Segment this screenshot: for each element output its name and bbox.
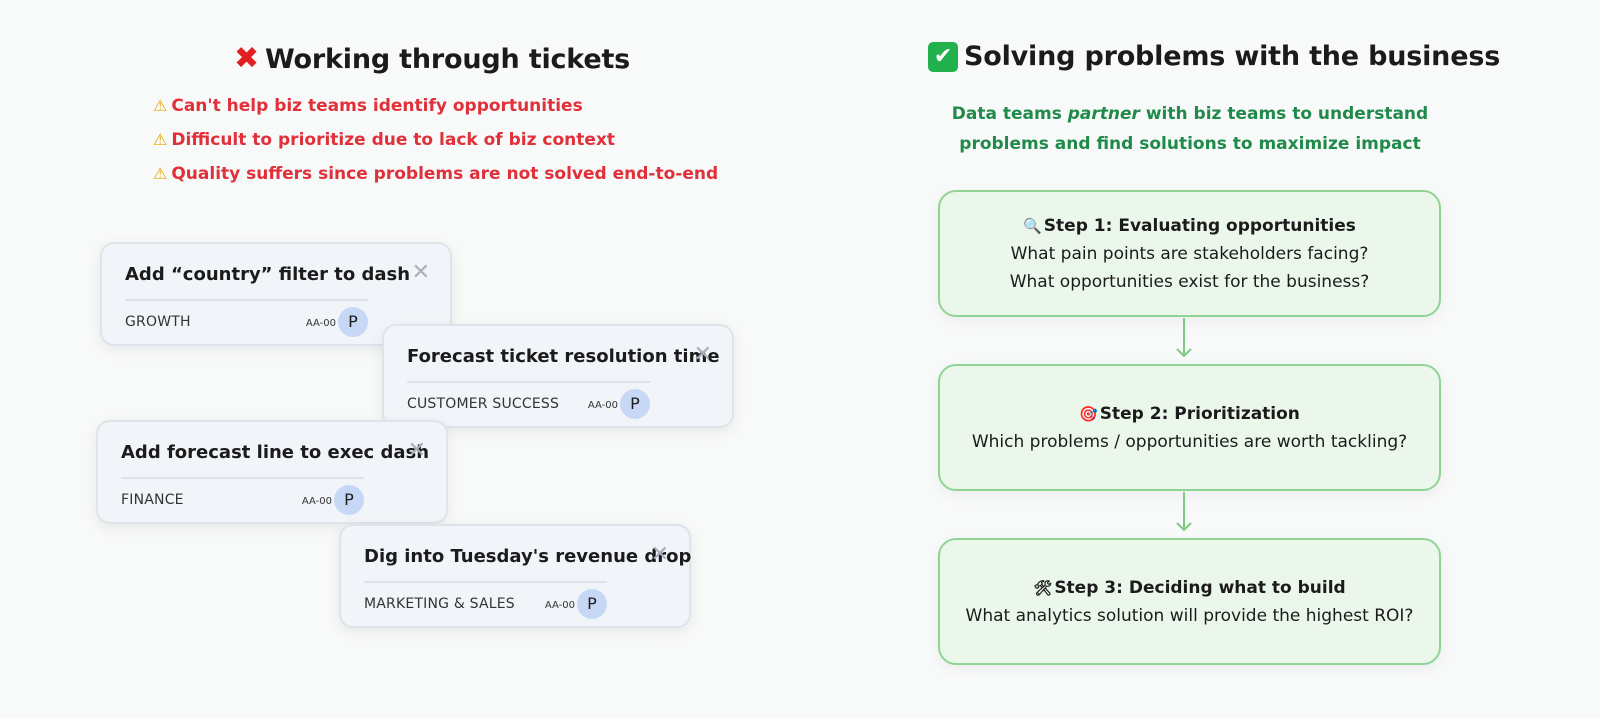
close-icon[interactable]: ✕ bbox=[693, 342, 712, 367]
step-title: 🎯Step 2: Prioritization bbox=[940, 400, 1439, 428]
problem-item: ⚠Difficult to prioritize due to lack of … bbox=[153, 129, 718, 163]
ticket-team: MARKETING & SALES bbox=[364, 596, 515, 612]
intro-after: with biz teams to understand problems an… bbox=[959, 104, 1429, 154]
warning-icon: ⚠ bbox=[153, 96, 168, 115]
step-card-1: 🔍Step 1: Evaluating opportunities What p… bbox=[938, 190, 1441, 317]
close-icon[interactable]: ✕ bbox=[650, 542, 669, 567]
avatar[interactable]: P bbox=[620, 389, 650, 419]
ticket-divider bbox=[364, 581, 607, 583]
warning-icon: ⚠ bbox=[153, 130, 168, 149]
problem-text: Difficult to prioritize due to lack of b… bbox=[171, 130, 616, 150]
ticket-divider bbox=[121, 477, 364, 479]
check-mark-icon: ✔ bbox=[928, 42, 958, 72]
arrow-down-icon bbox=[1176, 492, 1192, 532]
step-title: 🛠Step 3: Deciding what to build bbox=[940, 574, 1439, 602]
warning-icon: ⚠ bbox=[153, 164, 168, 183]
ticket-team: CUSTOMER SUCCESS bbox=[407, 396, 560, 412]
ticket-title: Add “country” filter to dash bbox=[125, 264, 411, 285]
ticket-card[interactable]: Add “country” filter to dash ✕ GROWTH AA… bbox=[100, 242, 452, 346]
avatar[interactable]: P bbox=[577, 589, 607, 619]
close-icon[interactable]: ✕ bbox=[411, 260, 430, 285]
step-title-text: Step 1: Evaluating opportunities bbox=[1043, 215, 1356, 236]
ticket-card[interactable]: Forecast ticket resolution time ✕ CUSTOM… bbox=[382, 324, 734, 428]
intro-text: Data teams partner with biz teams to und… bbox=[940, 99, 1440, 159]
ticket-title: Dig into Tuesday's revenue drop bbox=[364, 546, 692, 567]
intro-before: Data teams bbox=[951, 104, 1068, 124]
left-heading-text: Working through tickets bbox=[264, 44, 631, 75]
step-title: 🔍Step 1: Evaluating opportunities bbox=[940, 212, 1439, 240]
ticket-divider bbox=[125, 299, 368, 301]
avatar[interactable]: P bbox=[334, 485, 364, 515]
right-heading: ✔Solving problems with the business bbox=[928, 41, 1500, 72]
avatar[interactable]: P bbox=[338, 307, 368, 337]
problem-item: ⚠Quality suffers since problems are not … bbox=[153, 163, 718, 197]
ticket-title: Forecast ticket resolution time bbox=[407, 346, 720, 367]
tools-icon: 🛠 bbox=[1033, 578, 1053, 597]
arrow-down-icon bbox=[1176, 318, 1192, 358]
step-card-3: 🛠Step 3: Deciding what to build What ana… bbox=[938, 538, 1441, 665]
ticket-team: FINANCE bbox=[121, 492, 184, 508]
ticket-team: GROWTH bbox=[125, 314, 191, 330]
magnifier-icon: 🔍 bbox=[1023, 216, 1042, 235]
ticket-title: Add forecast line to exec dash bbox=[121, 442, 430, 463]
step-card-2: 🎯Step 2: Prioritization Which problems /… bbox=[938, 364, 1441, 491]
step-title-text: Step 2: Prioritization bbox=[1099, 403, 1300, 424]
ticket-id: AA-00 bbox=[544, 600, 575, 611]
intro-emphasis: partner bbox=[1067, 104, 1140, 124]
step-title-text: Step 3: Deciding what to build bbox=[1054, 577, 1346, 598]
step-question: Which problems / opportunities are worth… bbox=[971, 431, 1408, 452]
step-question: What opportunities exist for the busines… bbox=[1009, 271, 1370, 292]
ticket-id: AA-00 bbox=[301, 496, 332, 507]
left-heading: ✖Working through tickets bbox=[234, 41, 630, 76]
ticket-card[interactable]: Add forecast line to exec dash ✕ FINANCE… bbox=[96, 420, 448, 524]
ticket-id: AA-00 bbox=[305, 318, 336, 329]
problem-text: Quality suffers since problems are not s… bbox=[171, 164, 719, 184]
problem-item: ⚠Can't help biz teams identify opportuni… bbox=[153, 95, 718, 129]
step-question: What analytics solution will provide the… bbox=[965, 605, 1414, 626]
step-question: What pain points are stakeholders facing… bbox=[1010, 243, 1369, 264]
target-icon: 🎯 bbox=[1079, 404, 1098, 423]
close-icon[interactable]: ✕ bbox=[407, 438, 426, 463]
problem-text: Can't help biz teams identify opportunit… bbox=[171, 96, 583, 116]
right-heading-text: Solving problems with the business bbox=[964, 41, 1501, 72]
ticket-id: AA-00 bbox=[587, 400, 618, 411]
cross-mark-icon: ✖ bbox=[234, 41, 259, 76]
ticket-divider bbox=[407, 381, 650, 383]
problem-list: ⚠Can't help biz teams identify opportuni… bbox=[153, 95, 718, 197]
ticket-card[interactable]: Dig into Tuesday's revenue drop ✕ MARKET… bbox=[339, 524, 691, 628]
